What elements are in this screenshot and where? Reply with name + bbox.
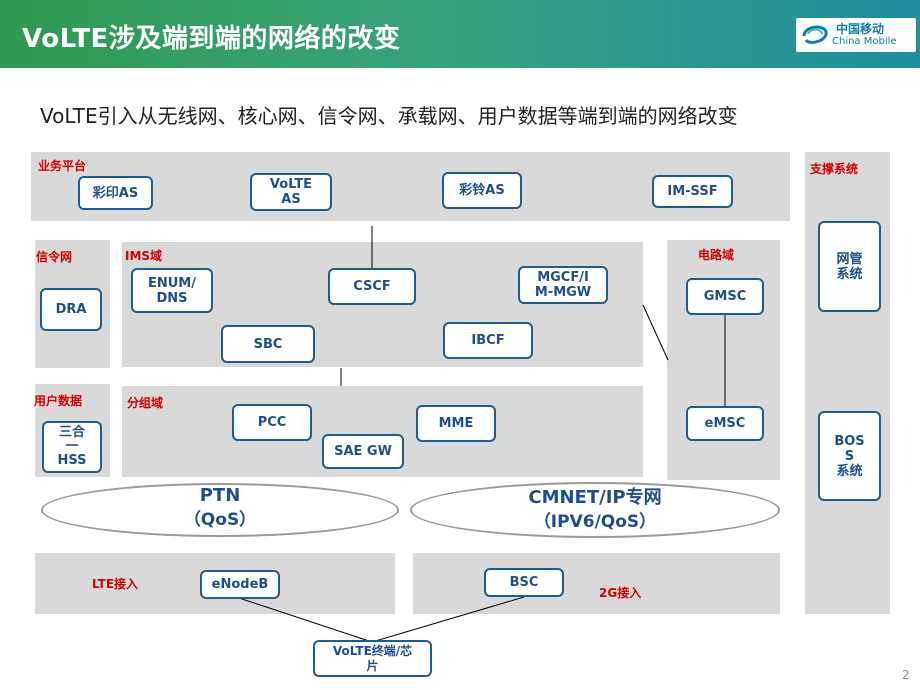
gmsc-node[interactable]: GMSC — [686, 278, 764, 315]
header-bar — [0, 0, 920, 68]
mgcf-im-mgw-label: MGCF/I M-MGW — [534, 270, 592, 300]
mgcf-im-mgw-node[interactable]: MGCF/I M-MGW — [518, 266, 608, 304]
ibcf-node[interactable]: IBCF — [443, 322, 533, 359]
ibcf-label: IBCF — [471, 333, 505, 348]
support-system-label: 支撑系统 — [810, 162, 859, 176]
ptn-bearer[interactable] — [41, 483, 399, 537]
enum-dns-label: ENUM/ DNS — [147, 275, 196, 306]
bsc-node[interactable]: BSC — [484, 568, 564, 597]
boss-label: BOS S 系统 — [834, 433, 865, 479]
logo-text-cn: 中国移动 — [836, 22, 885, 36]
pcc-node[interactable]: PCC — [232, 404, 312, 441]
service-platform-label: 业务平台 — [38, 159, 87, 173]
signaling-label: 信令网 — [36, 250, 73, 264]
cailing-as-node[interactable]: 彩铃AS — [442, 172, 522, 209]
page-title: VoLTE涉及端到端的网络的改变 — [22, 24, 401, 54]
access-2g-region — [413, 553, 780, 614]
cscf-node[interactable]: CSCF — [328, 268, 416, 305]
packet-label: 分组域 — [127, 396, 164, 410]
pcc-label: PCC — [257, 415, 287, 430]
ims-cs-line — [642, 304, 669, 361]
cs-region — [667, 240, 780, 480]
emsc-node[interactable]: eMSC — [686, 406, 764, 441]
china-mobile-logo-icon — [802, 25, 828, 44]
enum-dns-node[interactable]: ENUM/ DNS — [131, 268, 213, 313]
sbc-label: SBC — [253, 336, 283, 352]
dra-node[interactable]: DRA — [40, 288, 102, 331]
mme-node[interactable]: MME — [416, 405, 496, 442]
nms-node[interactable]: 网管 系统 — [818, 221, 881, 312]
ptn-qos-label: （QoS） — [183, 510, 257, 530]
ims-label: IMS域 — [125, 249, 163, 263]
volte-as-node[interactable]: VoLTE AS — [250, 173, 332, 211]
hss-label: 三合 一 HSS — [57, 425, 87, 468]
china-mobile-logo — [796, 18, 916, 52]
caiyin-as-label: 彩印AS — [92, 185, 139, 201]
volte-terminal-node[interactable]: VoLTE终端/芯 片 — [313, 640, 432, 677]
ptn-label: PTN — [199, 485, 241, 506]
lte-access-label: LTE接入 — [92, 577, 139, 591]
cailing-as-label: 彩铃AS — [459, 183, 505, 198]
caiyin-as-node[interactable]: 彩印AS — [78, 176, 153, 210]
boss-node[interactable]: BOS S 系统 — [818, 411, 881, 501]
sae-gw-label: SAE GW — [334, 444, 392, 459]
logo-text-en: China Mobile — [832, 36, 897, 47]
dra-label: DRA — [55, 302, 87, 317]
slide-subtitle: VoLTE引入从无线网、核心网、信令网、承载网、用户数据等端到端的网络改变 — [40, 104, 738, 128]
enodeb-node[interactable]: eNodeB — [200, 570, 280, 599]
cmnet-qos-label: （IPV6/QoS） — [533, 512, 657, 532]
nms-label: 网管 系统 — [836, 251, 863, 282]
bsc-label: BSC — [509, 575, 539, 590]
gmsc-label: GMSC — [703, 289, 747, 304]
cscf-label: CSCF — [353, 279, 391, 294]
page-number: 2 — [902, 668, 910, 682]
volte-as-label: VoLTE AS — [269, 177, 313, 207]
sae-gw-node[interactable]: SAE GW — [322, 434, 404, 469]
im-ssf-label: IM-SSF — [667, 184, 718, 199]
enodeb-label: eNodeB — [211, 577, 269, 592]
mme-label: MME — [438, 416, 474, 431]
sbc-node[interactable]: SBC — [221, 325, 315, 363]
access-2g-label: 2G接入 — [599, 586, 642, 600]
cmnet-label: CMNET/IP专网 — [528, 487, 662, 508]
volte-terminal-label: VoLTE终端/芯 片 — [332, 643, 413, 673]
hss-node[interactable]: 三合 一 HSS — [42, 421, 102, 473]
im-ssf-node[interactable]: IM-SSF — [652, 175, 733, 208]
emsc-label: eMSC — [704, 416, 746, 431]
cmnet-bearer[interactable] — [410, 482, 780, 538]
cs-label: 电路域 — [698, 248, 735, 262]
user-data-label: 用户数据 — [34, 394, 83, 408]
